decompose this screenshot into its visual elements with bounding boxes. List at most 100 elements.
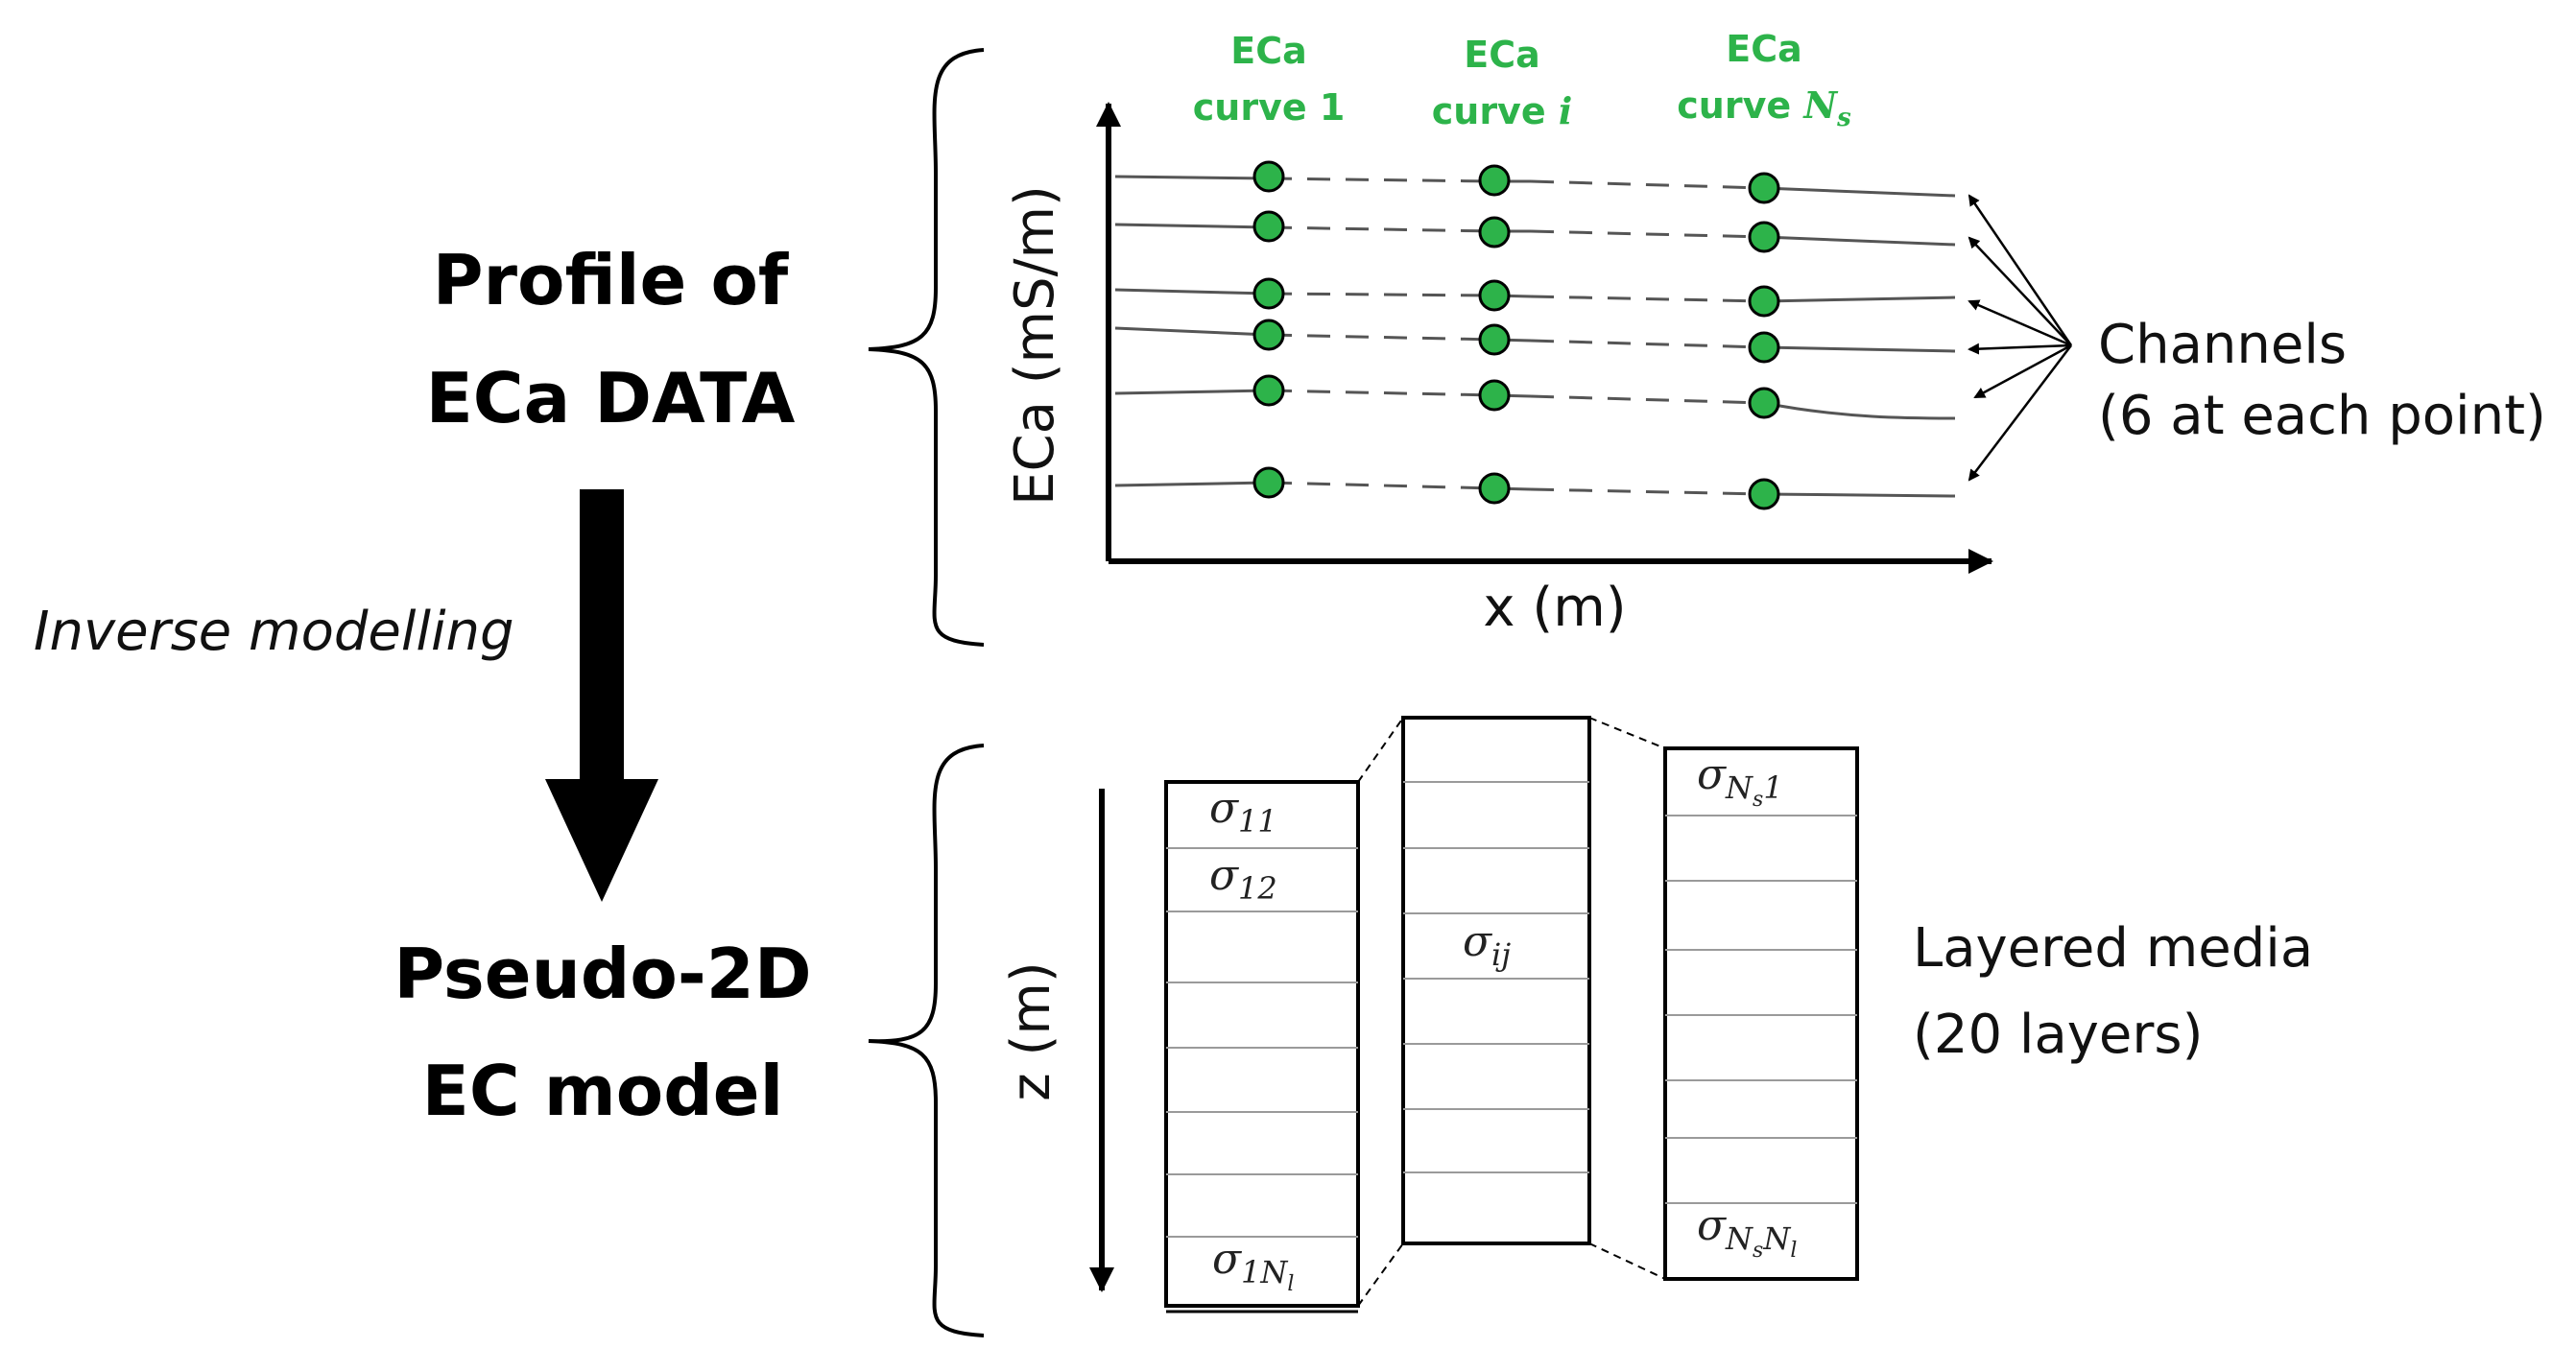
sigma-ij-symbol: σ [1463,917,1493,966]
curve-label-ns-line2: curve Ns [1677,83,1851,132]
layers-label-line2: (20 layers) [1913,1004,2203,1066]
point-ci-ch6 [1478,472,1511,505]
point-c1-ch3 [1252,277,1285,310]
channel-arrow-5 [1973,343,2072,399]
channel-curve-1-gap-b [1530,179,1765,190]
channel-curve-4 [1114,326,1270,337]
channels-label-line1: Channels [2098,314,2347,376]
column-2-border [1401,716,1591,1245]
sigma-ij: σij [1463,917,1511,973]
inverse-modelling-label: Inverse modelling [34,601,514,663]
channel-curve-3-end [1763,296,1956,303]
y-axis-label: ECa (mS/m) [1004,185,1066,506]
channel-curve-2-gap-b [1530,229,1765,239]
point-cn-ch4 [1748,331,1780,364]
point-c1-ch5 [1252,374,1285,407]
point-cn-ch5 [1748,387,1780,419]
channel-curve-2-end [1763,235,1956,247]
point-c1-ch6 [1252,466,1285,499]
sigma-nsnl: σNsNl [1697,1201,1797,1263]
sigma-ns1: σNs1 [1697,750,1783,812]
channel-curve-5 [1114,389,1270,395]
sigma-1nl-symbol: σ [1212,1235,1243,1284]
channel-curve-6 [1114,481,1270,487]
sigma-11-subscript: 11 [1238,803,1277,840]
channel-curve-1-gap-a [1268,177,1495,183]
point-ci-ch5 [1478,379,1511,412]
sigma-nsnl-tail-subscript: l [1790,1239,1797,1263]
channel-curve-5-gap-b [1530,394,1765,405]
channel-curve-1 [1114,175,1270,180]
point-ci-ch4 [1478,323,1511,356]
curve-label-i-line2: curve i [1432,89,1573,132]
connector-c1-c2-bottom [1357,1242,1404,1307]
z-axis-label: z (m) [1000,961,1062,1100]
channel-curve-2 [1114,223,1270,229]
point-ci-ch1 [1478,164,1511,197]
channel-curve-2-gap-a [1268,225,1495,233]
point-c1-ch2 [1252,210,1285,243]
model-column-2: σij [1401,716,1591,1245]
column-1-layer-lines [1166,847,1358,1238]
model-title-line1: Pseudo-2D [394,934,811,1014]
channel-curve-3 [1114,288,1270,296]
point-cn-ch2 [1748,221,1780,253]
sigma-nsnl-tail: N [1762,1220,1791,1257]
channel-curve-6-gap-b [1530,487,1765,496]
x-axis-label: x (m) [1483,577,1626,639]
curve-label-ns-line1: ECa [1726,28,1802,70]
model-title-line2: EC model [422,1051,784,1131]
sigma-ij-subscript: ij [1491,936,1511,973]
connector-c1-c2-top [1357,717,1404,783]
model-column-1: σ11 σ12 σ1Nl [1164,780,1360,1313]
channel-curve-4-gap-a [1268,333,1495,342]
channel-curve-1-end [1763,186,1956,198]
channel-arrow-6 [1968,344,2072,482]
top-brace [868,48,985,647]
sigma-nsnl-subsubscript: s [1753,1239,1763,1263]
channel-pointer-arrows [1968,194,2073,482]
curve-label-ns-index: N [1802,83,1838,127]
sigma-nsnl-symbol: σ [1697,1201,1728,1250]
profile-title-line1: Profile of [433,240,789,320]
curve-label-i-line1: ECa [1464,34,1540,76]
curve-label-i-index: i [1559,89,1572,132]
bottom-brace [868,744,985,1337]
sigma-ns1-subsubscript: s [1753,788,1763,812]
profile-title-line2: ECa DATA [426,358,796,438]
channel-curve-3-gap-b [1530,295,1765,303]
inverse-modelling-arrow [545,489,658,902]
sigma-12-subscript: 12 [1238,870,1277,907]
sigma-1nl-subsubscript: l [1287,1272,1294,1296]
curve-label-i-text: curve [1432,90,1559,132]
channel-arrow-3 [1968,299,2072,347]
channel-curve-6-gap-a [1268,481,1495,490]
point-cn-ch3 [1748,285,1780,318]
layers-label-line1: Layered media [1913,917,2313,980]
channels-label-line2: (6 at each point) [2098,385,2546,447]
sigma-11-symbol: σ [1209,784,1240,833]
column-1-border [1164,780,1360,1308]
eca-plot: ECa (mS/m) x (m) ECa curve 1 ECa curve i… [1004,28,2546,639]
channel-curve-4-gap-b [1530,339,1765,349]
channel-curves [1114,175,1956,498]
curve-label-1-line2: curve 1 [1193,86,1346,129]
measurement-points [1252,160,1780,510]
column-connectors [1357,717,1666,1307]
sigma-ns1-symbol: σ [1697,750,1728,799]
connector-c2-c3-bottom [1588,1242,1666,1280]
point-cn-ch1 [1748,172,1780,204]
column-2-layer-lines [1403,781,1589,1173]
channel-curve-6-end [1763,492,1956,498]
column-3-border [1663,746,1859,1281]
curve-label-ns-subscript: s [1836,104,1851,132]
point-c1-ch4 [1252,319,1285,351]
point-c1-ch1 [1252,160,1285,193]
sigma-12: σ12 [1209,851,1277,907]
sigma-11: σ11 [1209,784,1277,840]
channel-curve-3-gap-a [1268,292,1495,297]
sigma-ns1-subscript: N [1725,769,1753,806]
sigma-1nl-subscript: 1N [1241,1254,1288,1290]
model-column-3: σNs1 σNsNl [1663,746,1859,1281]
